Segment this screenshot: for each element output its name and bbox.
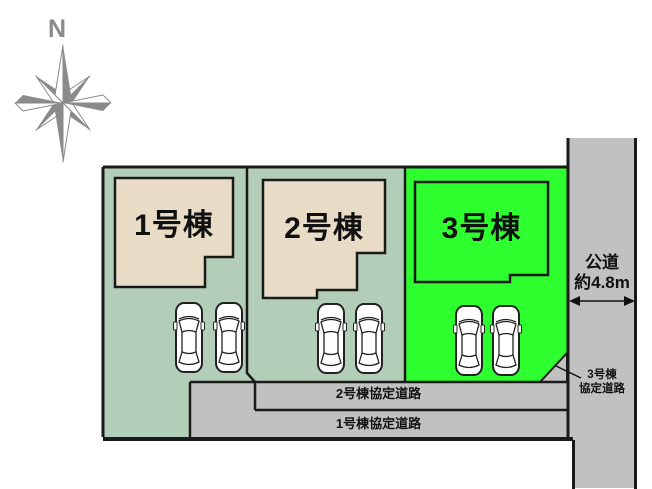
car-icon — [172, 302, 206, 373]
building-3 — [413, 180, 550, 284]
agreement-road-borders — [188, 380, 567, 437]
car-icon — [212, 302, 246, 373]
lot2-agreement-road-label: 2号棟協定道路 — [335, 386, 422, 401]
public-road-borders — [566, 138, 637, 489]
building-2 — [261, 178, 387, 300]
public-road-width: 約4.8m — [574, 273, 630, 292]
road-width-arrow — [569, 296, 635, 306]
lot3-agreement-road-line1: 3号棟 — [587, 369, 617, 381]
car-icon — [489, 305, 523, 376]
compass-north-label: N — [47, 15, 67, 43]
building-1 — [113, 176, 235, 289]
building-2-label: 2号棟 — [284, 212, 364, 245]
car-icon — [352, 303, 386, 374]
public-road-label: 公道 約4.8m — [566, 253, 638, 293]
lot3-agreement-road-line2: 協定道路 — [579, 382, 625, 395]
public-road-name: 公道 — [585, 253, 619, 272]
leader-line — [555, 365, 582, 379]
public-road-area — [567, 138, 637, 488]
lot3-agreement-road-label: 3号棟 協定道路 — [561, 369, 643, 396]
lot1-agreement-road-label: 1号棟協定道路 — [335, 416, 422, 431]
parcel-outer-border — [101, 165, 567, 437]
car-icon — [314, 303, 348, 374]
building-1-label: 1号棟 — [134, 209, 214, 242]
car-icon — [452, 305, 486, 376]
building-3-label: 3号棟 — [441, 212, 522, 245]
divider-lot1-lot2 — [245, 167, 256, 383]
compass-icon — [14, 44, 112, 163]
road-step-mask — [566, 441, 573, 489]
